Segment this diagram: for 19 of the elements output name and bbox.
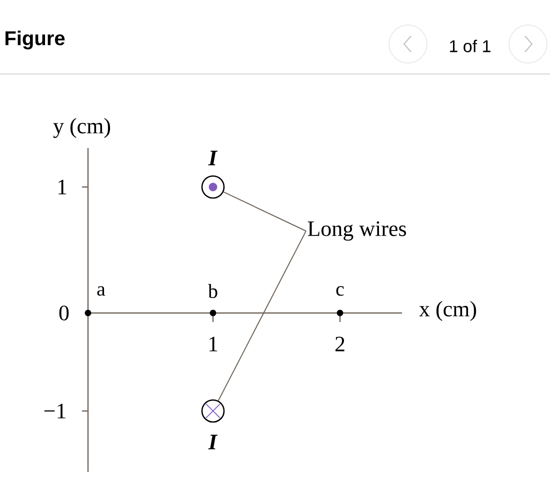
axis-label: x (cm) [419, 301, 476, 321]
point-label: b [208, 284, 218, 298]
wire-symbol [201, 175, 225, 199]
current-label: I [208, 434, 218, 450]
tick-label: −1 [44, 404, 66, 418]
tick-label: 2 [335, 336, 344, 352]
axis-label: y (cm) [53, 118, 110, 138]
leader-line [218, 230, 306, 402]
tick-label: 1 [209, 336, 218, 352]
point-label: a [97, 286, 106, 296]
tick-label: 0 [59, 306, 69, 320]
wire-symbol [201, 399, 225, 423]
point-label: c [336, 286, 344, 296]
page-counter: 1 of 1 [450, 40, 490, 52]
current-label: I [208, 150, 218, 166]
callout-label: Long wires [308, 221, 406, 241]
leader-line [223, 191, 306, 232]
heading: Figure [6, 30, 65, 50]
tick-label: 1 [58, 180, 66, 194]
